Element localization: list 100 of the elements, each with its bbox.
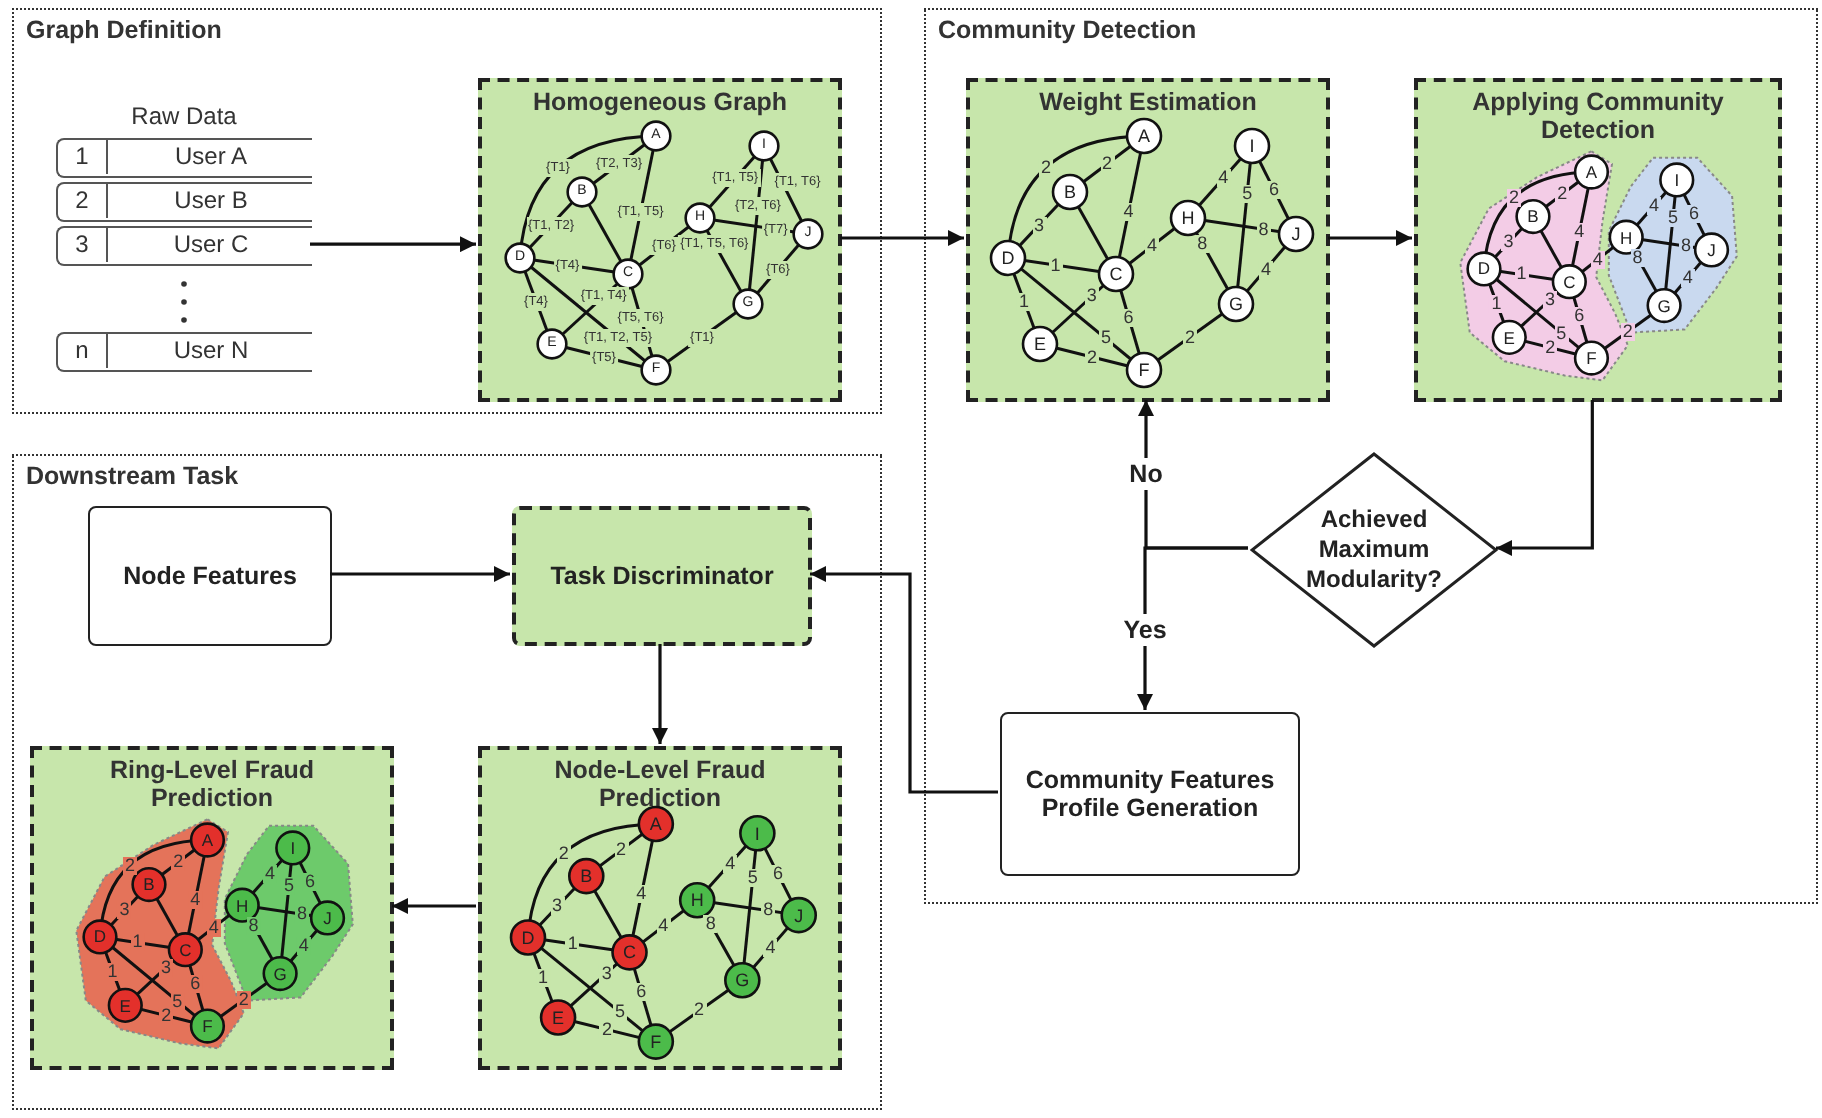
vertex-label: B [143,874,155,895]
graph-panel [30,746,394,1070]
edge-weight: 6 [1687,205,1702,224]
vertex-label: H [1620,227,1633,248]
edge-weight: 4 [1145,237,1159,255]
edge-weight: 2 [1183,328,1197,346]
edge-weight: 2 [1039,158,1053,177]
edge-weight: 5 [613,1003,628,1022]
group-frame [924,8,1818,904]
vertex-label: H [690,890,704,911]
vertex-label: D [521,927,535,948]
edge-weight: 8 [1678,237,1693,256]
edge-weight: 3 [1084,287,1099,306]
table-heading: Raw Data [129,102,239,130]
edge-weight: 6 [188,975,203,994]
row-number: n [58,334,108,368]
edge-weight: 6 [303,873,318,892]
edge-weight: 3 [1501,233,1516,252]
edge-weight: 4 [763,938,778,957]
edge-weight: 2 [692,1001,707,1020]
edge-weight: 5 [1240,184,1255,203]
vertex-label: I [1249,136,1255,156]
vertex-label: F [1138,360,1150,380]
vertex-label: C [179,939,192,960]
panel-title: Weight Estimation [1037,88,1259,116]
vertex-label: C [1109,264,1123,284]
vertex-label: A [1585,162,1598,182]
edge-weight: 1 [1048,256,1063,275]
vertex-label: E [1503,327,1515,348]
edge-weight: 2 [614,841,629,860]
edge-weight: 8 [1256,220,1271,239]
vertex-label: B [1064,182,1076,202]
vertex-label: G [1229,294,1243,314]
vertex-label: I [754,823,760,844]
vertex-label: E [119,995,131,1016]
vertex-label: E [1034,334,1046,354]
vertex-label: F [1586,348,1597,368]
group-title: Downstream Task [26,462,239,490]
arrow [1137,546,1248,710]
arrow [392,898,476,914]
vertex-label: J [323,907,332,928]
vertex-label: J [1707,239,1716,260]
edge-weight: 1 [565,935,580,953]
edge-weight: 6 [1267,181,1281,199]
edge-weight: 4 [1121,202,1136,221]
edge-weight: 2 [599,1020,614,1039]
row-number: 1 [58,140,108,174]
edge-weight: 4 [1572,223,1587,242]
group-frame [12,454,882,1110]
edge-weight: 8 [703,915,718,934]
vertex-label: C [623,942,636,963]
edge-weight: 1 [536,968,551,987]
vertex-label: D [1477,258,1491,279]
edge-weight: 4 [206,918,221,937]
edge-weight: 2 [123,856,137,875]
user-name: User B [172,184,250,218]
arrow [310,236,476,253]
group-title: Community Detection [938,16,1197,44]
edge-weight: 3 [1032,216,1046,234]
graph-panel [966,78,1330,402]
edge-weight: 1 [1514,265,1529,284]
vertex-label: G [735,970,750,991]
edge-weight: 2 [171,853,186,872]
edge-label: Yes [1119,613,1171,645]
panel-title: Ring-Level Fraud Prediction [107,756,317,812]
group-title: Graph Definition [26,16,222,44]
edge-weight: 6 [771,865,786,884]
arrow [840,230,964,246]
arrow [330,566,510,582]
arrow [1496,400,1594,556]
edge-weight: 8 [761,901,776,920]
vertex-label: A [1138,126,1150,146]
vertex-label: H [1181,208,1195,228]
vertex-label: I [1674,169,1680,190]
vertex-label: B [580,866,593,887]
user-name: User C [171,228,251,262]
edge-weight: 4 [1216,169,1231,188]
edge-weight: 2 [236,990,251,1009]
decision-text: Achieved Maximum Modularity? [1304,505,1444,595]
process-box: Community Features Profile Generation [1000,712,1300,876]
user-name: User N [171,334,251,368]
panel-title: Node-Level Fraud Prediction [552,756,768,812]
process-box: Node Features [88,506,332,646]
graph-panel [478,746,842,1070]
edge-weight: 1 [1017,292,1031,310]
vertex-label: J [1291,224,1301,244]
edge-weight: 3 [599,964,614,983]
edge-weight: 4 [1590,250,1605,269]
edge-weight: 5 [745,868,760,887]
edge-weight: 4 [1259,260,1273,278]
arrow [652,644,668,744]
vertex-label: A [201,830,214,850]
edge-weight: 2 [1555,185,1570,204]
edge-weight: 2 [1507,188,1521,207]
edge-weight: 2 [556,844,571,863]
edge-weight: 6 [634,983,649,1002]
vertex-label: D [93,926,107,947]
edge-weight: 4 [656,917,671,936]
edge-weight: 2 [1085,348,1099,366]
group-frame [12,8,882,414]
